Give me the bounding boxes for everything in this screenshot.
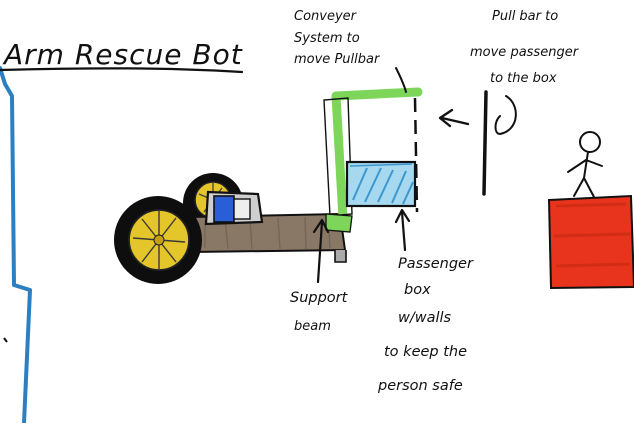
robot-body — [114, 173, 347, 284]
left-edge-mark — [3, 337, 8, 343]
pullbar-note-arrow-icon — [494, 95, 517, 136]
conveyor-label: Conveyer System to move Pullbar — [294, 9, 381, 67]
support-label-line-2: beam — [294, 319, 331, 334]
passenger-box-label-line-3: w/walls — [398, 310, 452, 326]
conveyor-label-line-1: Conveyer — [294, 9, 358, 24]
passenger-box — [345, 160, 417, 208]
pullbar-label-line-1: Pull bar to — [492, 9, 558, 24]
motor-plate — [233, 198, 251, 220]
passenger-box-label-line-4: to keep the — [384, 344, 467, 360]
conveyor-label-line-2: System to — [294, 31, 360, 46]
pullbar-direction-arrow-icon — [438, 108, 470, 128]
conveyor-frame — [331, 87, 423, 223]
stick-figure-icon — [567, 131, 603, 198]
passenger-box-label-line-1: Passenger — [398, 256, 474, 272]
support-beam-hatch — [204, 215, 331, 250]
conveyor-frame-base — [325, 213, 353, 233]
passenger-box-label-line-5: person safe — [377, 378, 463, 394]
support-label-line-1: Support — [290, 290, 349, 306]
pullbar-label-line-2: move passenger — [470, 45, 580, 60]
support-leg — [334, 250, 347, 263]
motor-block — [213, 195, 235, 223]
passenger-box-label: Passenger box w/walls to keep the person… — [377, 256, 474, 394]
front-wheel-icon — [114, 196, 202, 284]
conveyor-label-line-3: move Pullbar — [294, 52, 381, 67]
pullbar-track — [413, 97, 419, 213]
passenger-box-note-arrow-icon — [394, 208, 411, 252]
support-label: Support beam — [290, 290, 349, 334]
title-underline — [0, 67, 244, 74]
page-title: Arm Rescue Bot — [2, 38, 243, 71]
passenger-box-label-line-2: box — [404, 282, 431, 298]
left-edge-line — [0, 66, 32, 425]
conveyor-note-arrow-icon — [395, 67, 407, 93]
pull-bar — [482, 90, 488, 196]
pullbar-label: Pull bar to move passenger to the box — [470, 9, 580, 86]
pullbar-label-line-3: to the box — [490, 71, 557, 86]
conveyor-frame-outline — [323, 97, 353, 217]
support-note-arrow-icon — [312, 218, 330, 284]
rescue-platform — [547, 194, 634, 290]
